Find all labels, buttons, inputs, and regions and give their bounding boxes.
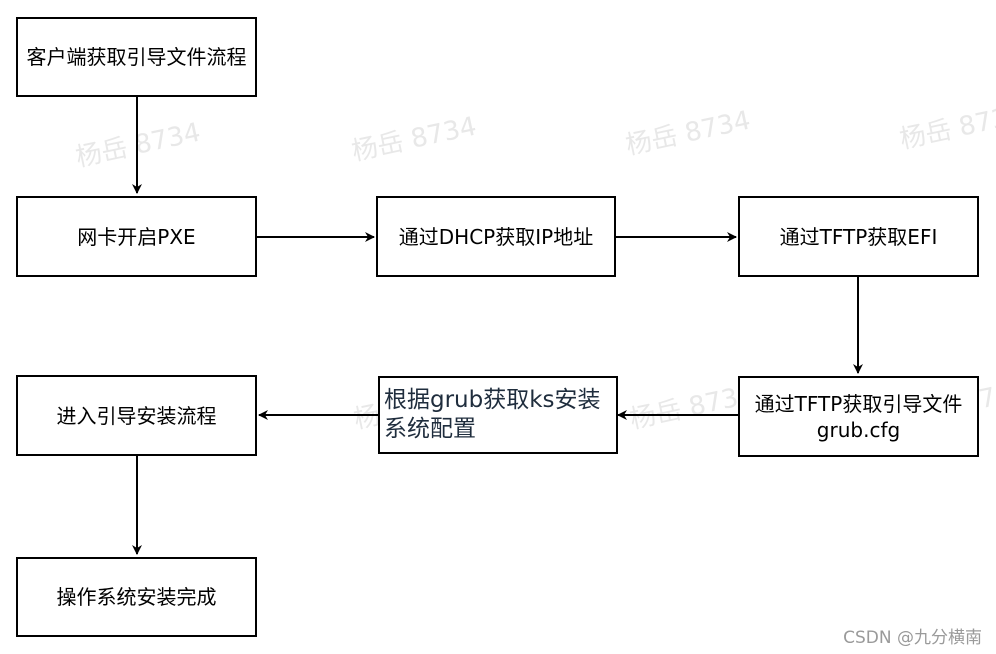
node-install-done: 操作系统安装完成 bbox=[16, 557, 257, 637]
node-client-flow: 客户端获取引导文件流程 bbox=[16, 17, 257, 97]
node-grub-ks: 根据grub获取ks安装系统配置 bbox=[378, 376, 618, 454]
node-enter-install: 进入引导安装流程 bbox=[16, 375, 257, 456]
node-dhcp-ip-label: 通过DHCP获取IP地址 bbox=[398, 224, 594, 249]
node-grub-ks-label: 根据grub获取ks安装系统配置 bbox=[384, 387, 601, 442]
csdn-credit: CSDN @九分横南 bbox=[843, 628, 982, 648]
node-enter-install-label: 进入引导安装流程 bbox=[56, 403, 217, 428]
node-nic-pxe: 网卡开启PXE bbox=[16, 196, 257, 277]
node-tftp-grub: 通过TFTP获取引导文件grub.cfg bbox=[738, 376, 979, 457]
node-tftp-grub-label: 通过TFTP获取引导文件grub.cfg bbox=[754, 391, 963, 442]
node-nic-pxe-label: 网卡开启PXE bbox=[77, 224, 196, 249]
node-tftp-efi: 通过TFTP获取EFI bbox=[738, 196, 979, 277]
node-client-flow-label: 客户端获取引导文件流程 bbox=[26, 45, 247, 69]
node-tftp-efi-label: 通过TFTP获取EFI bbox=[779, 224, 938, 249]
node-install-done-label: 操作系统安装完成 bbox=[56, 585, 217, 609]
node-dhcp-ip: 通过DHCP获取IP地址 bbox=[376, 196, 616, 277]
